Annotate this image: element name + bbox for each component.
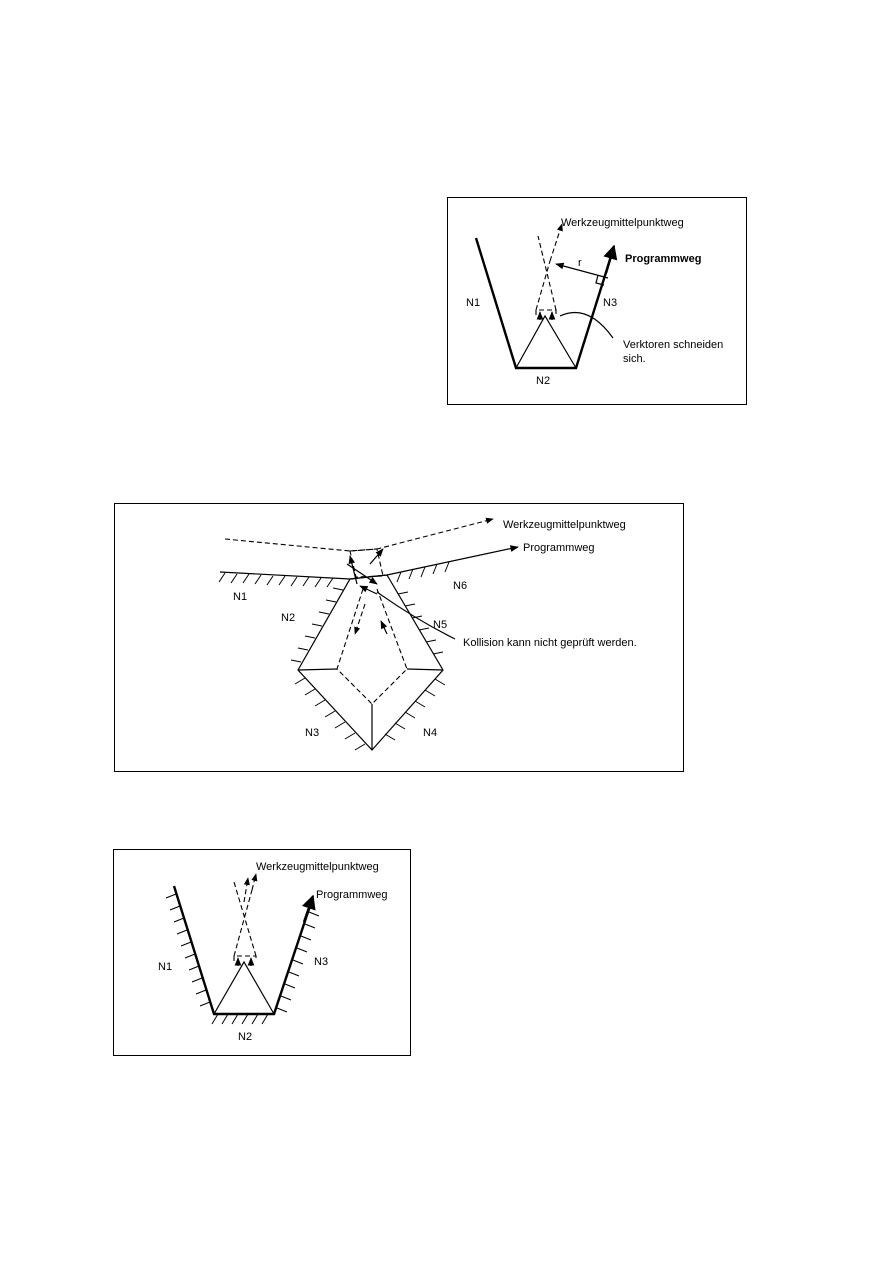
- tool-triangle: [515, 314, 577, 369]
- hatching-n5: [397, 591, 444, 655]
- figure-vectors-intersect: Werkzeugmittelpunktweg Programmweg r N1 …: [447, 197, 747, 405]
- right-angle-mark: [595, 274, 605, 286]
- radius-line: [555, 262, 609, 279]
- tool-center-path: [224, 517, 494, 552]
- figure2-diagram: Werkzeugmittelpunktweg Programmweg N1 N2…: [218, 517, 637, 751]
- vector-arrow-6: [380, 620, 388, 635]
- vector-arrow-1: [348, 555, 358, 585]
- hatching-n3: [276, 911, 320, 1013]
- tool-center-box: [349, 548, 384, 578]
- label-program-path: Programmweg: [523, 542, 595, 554]
- program-path-line: [219, 545, 519, 580]
- label-program-path: Programmweg: [625, 253, 701, 265]
- tool-center-arrow: [549, 223, 563, 262]
- hatching-n2: [290, 587, 344, 663]
- hatching-n6: [396, 561, 450, 583]
- tool-center-path-right: [233, 881, 257, 957]
- label-note: Kollision kann nicht geprüft werden.: [463, 637, 637, 649]
- tool-center-path-left: [535, 260, 551, 311]
- tool-center-box: [233, 955, 257, 961]
- hatching-n2: [211, 1013, 269, 1025]
- label-n3: N3: [603, 297, 617, 309]
- hatching-n3: [294, 677, 366, 751]
- vector-arrow-4: [359, 585, 378, 595]
- hatching-n1: [218, 572, 334, 588]
- figure-contour-with-hatching: Werkzeugmittelpunktweg Programmweg N1 N2…: [113, 849, 411, 1056]
- hatching-n4: [384, 678, 446, 741]
- vector-arrow-5: [354, 603, 366, 635]
- inner-diag-left: [297, 668, 338, 671]
- label-n2: N2: [238, 1031, 252, 1043]
- note-leader: [376, 591, 456, 640]
- label-n1: N1: [466, 297, 480, 309]
- tool-center-diamond: [336, 588, 408, 705]
- vector-arrow-3: [346, 563, 378, 585]
- label-radius: r: [578, 257, 582, 269]
- program-path-arrow: [603, 244, 618, 274]
- program-path-arrow: [301, 894, 316, 923]
- tool-center-path-left: [233, 889, 253, 957]
- label-n2: N2: [281, 612, 295, 624]
- vector-arrow-2: [369, 548, 384, 565]
- note-leader: [559, 311, 614, 339]
- label-n3: N3: [305, 727, 319, 739]
- tool-triangle: [213, 960, 275, 1015]
- inner-diag-right: [406, 668, 444, 671]
- figure1-diagram: Werkzeugmittelpunktweg Programmweg r N1 …: [466, 217, 723, 387]
- label-n6: N6: [453, 580, 467, 592]
- label-n1: N1: [233, 591, 247, 603]
- figure3-diagram: Werkzeugmittelpunktweg Programmweg N1 N2…: [158, 861, 388, 1043]
- label-note-line1: Verktoren schneiden: [623, 339, 723, 351]
- program-path-contour: [474, 237, 615, 370]
- label-n1: N1: [158, 961, 172, 973]
- label-n2: N2: [536, 375, 550, 387]
- label-program-path: Programmweg: [316, 889, 388, 901]
- program-path-contour: [172, 885, 314, 1016]
- tool-center-path-right: [537, 235, 557, 311]
- label-tool-path: Werkzeugmittelpunktweg: [256, 861, 379, 873]
- label-n4: N4: [423, 727, 437, 739]
- label-n3: N3: [314, 956, 328, 968]
- label-tool-path: Werkzeugmittelpunktweg: [561, 217, 684, 229]
- tool-center-arrow-1: [251, 873, 258, 891]
- label-note-line2: sich.: [623, 353, 646, 365]
- hatching-n1: [165, 893, 211, 1007]
- figure-collision-cannot-check: Werkzeugmittelpunktweg Programmweg N1 N2…: [114, 503, 684, 772]
- pocket-contour: [297, 574, 444, 751]
- label-n5: N5: [433, 619, 447, 631]
- tool-center-arrow-2: [243, 877, 250, 903]
- label-tool-path: Werkzeugmittelpunktweg: [503, 519, 626, 531]
- tool-center-box: [535, 309, 557, 315]
